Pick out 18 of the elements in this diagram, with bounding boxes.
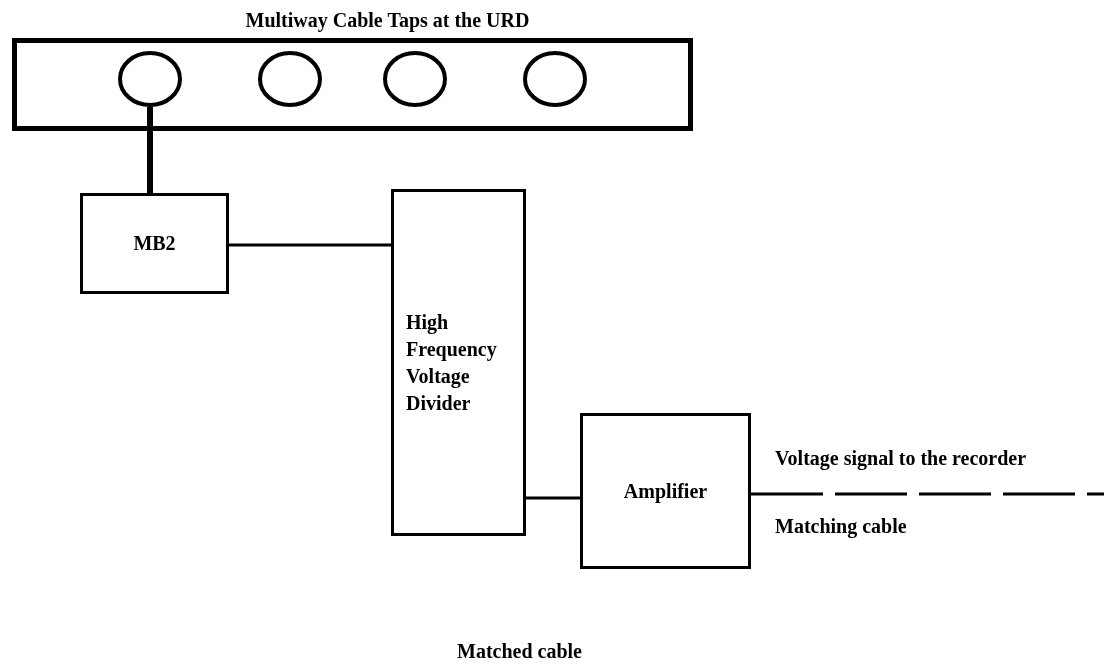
dashed-cable-line — [751, 492, 1104, 496]
panel-heading: Multiway Cable Taps at the URD — [244, 8, 531, 34]
process-box — [80, 193, 229, 294]
tap-circle — [258, 51, 322, 107]
tap-circle — [523, 51, 587, 107]
cable-line — [147, 107, 153, 193]
cable-line — [526, 496, 580, 500]
line-label: Voltage signal to the recorder — [775, 447, 1027, 470]
amplifier-box — [580, 413, 751, 569]
process-box — [391, 189, 526, 536]
tap-circle — [118, 51, 182, 107]
caption-label: Matched cable — [457, 640, 582, 663]
line-label: Matching cable — [775, 515, 907, 538]
tap-circle — [383, 51, 447, 107]
box-label: MB2 — [133, 231, 176, 256]
box-label: Amplifier — [623, 478, 708, 505]
cable-line — [229, 243, 391, 247]
box-label: High Frequency Voltage Divider — [406, 309, 498, 416]
